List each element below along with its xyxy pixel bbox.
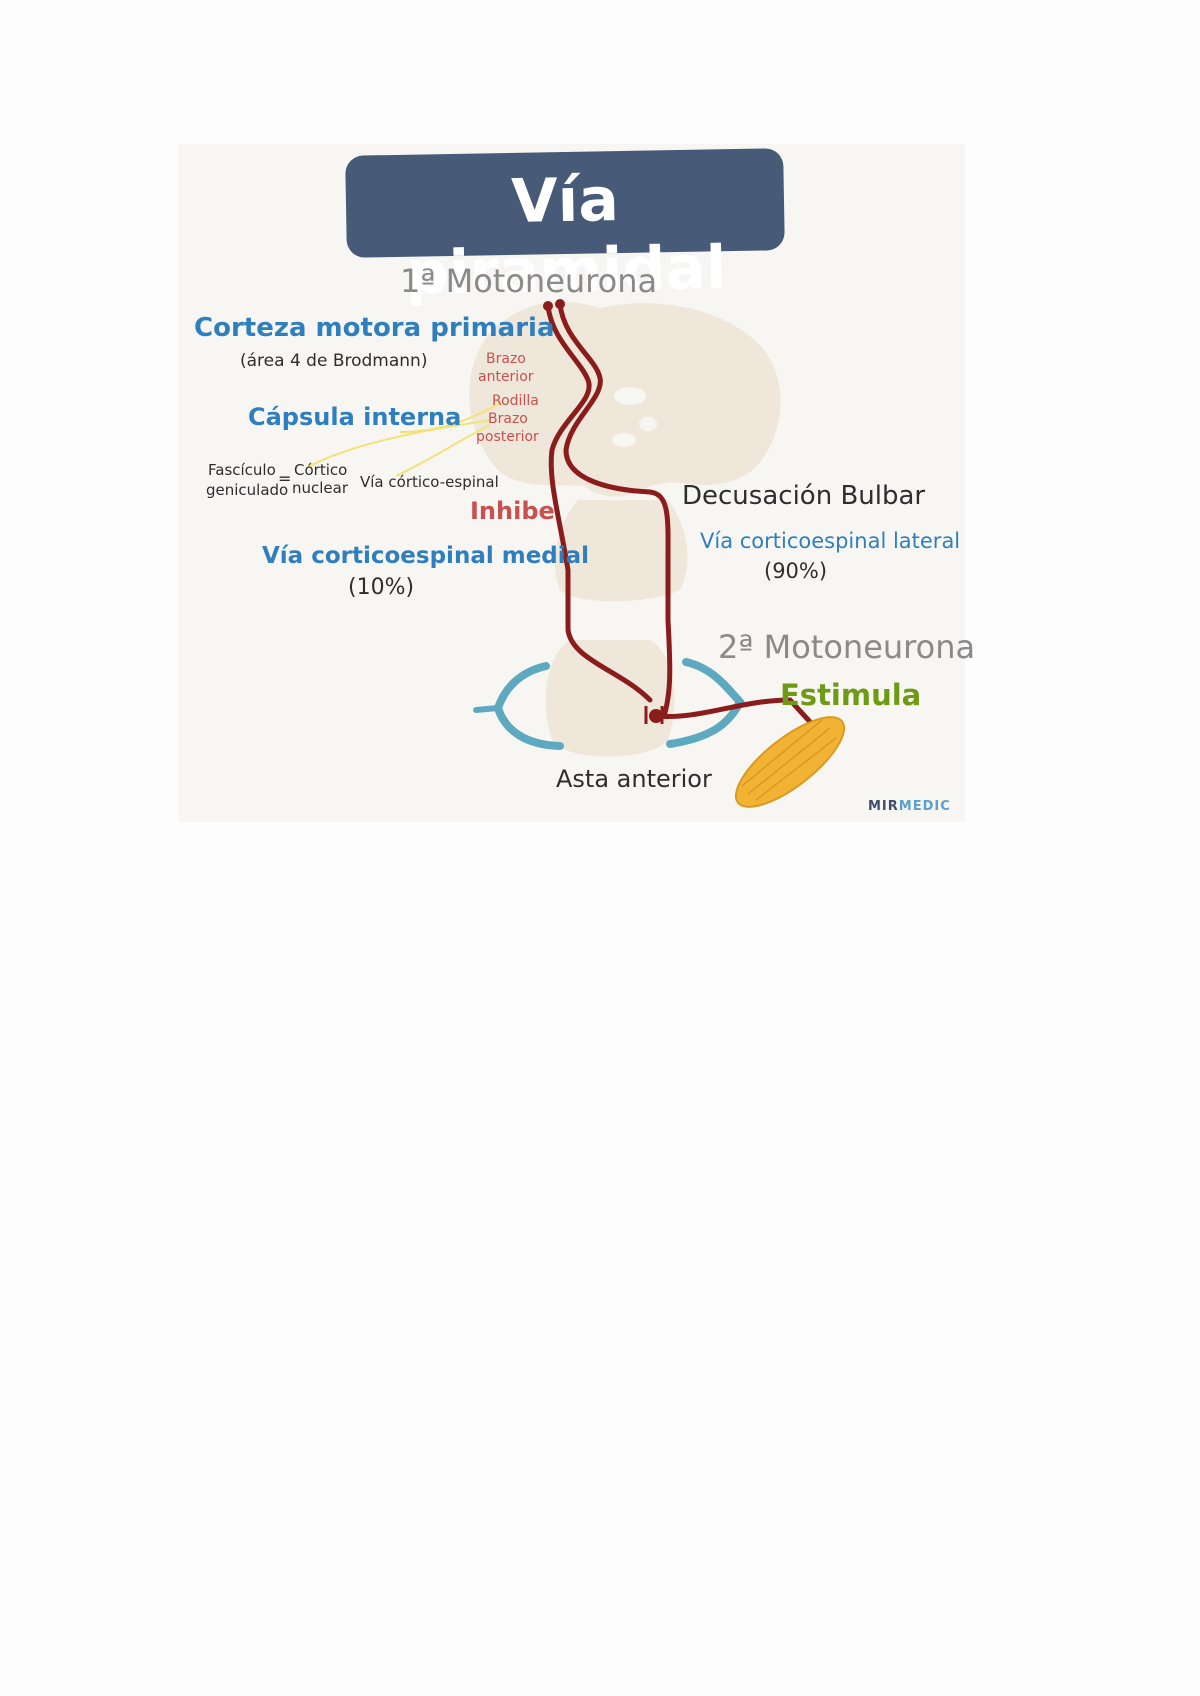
muscle-shape [734,716,846,808]
brain-ventricle [639,417,657,431]
leader-line [305,419,491,469]
corticonuclear-label-2: nuclear [292,479,349,497]
brand-logo: MIRMEDIC [868,799,951,814]
anterior-horn-label: Asta anterior [556,765,712,793]
second-motoneuron-label: 2ª Motoneurona [718,628,976,666]
tract-lateral [557,301,673,719]
corticonuclear-label-1: Córtico [294,461,348,479]
brand-part-2: MEDIC [898,799,951,814]
decussation-label: Decusación Bulbar [682,481,926,511]
spinal-cord-shape [545,640,675,757]
leader-line [399,401,503,433]
nerve-root-left-branch [473,705,501,713]
estimula-label: Estimula [780,678,922,712]
cortex-neuron-body [543,301,553,311]
medial-tract-percent: (10%) [348,575,415,600]
synapse-mark [644,706,664,724]
anterior-horn-neuron [649,709,663,723]
cortex-sublabel: (área 4 de Brodmann) [240,351,428,371]
corticospinal-label: Vía córtico-espinal [360,473,499,491]
leader-line [395,424,491,477]
brain-ventricle [614,387,646,405]
first-motoneuron-label: 1ª Motoneurona [400,262,658,300]
brainstem-shape [555,500,688,602]
nerve-root-right [666,658,745,748]
lateral-tract-percent: (90%) [764,559,828,583]
brain-ventricle [612,433,636,447]
cortex-label: Corteza motora primaria [194,313,555,343]
equals-sign: = [278,469,292,488]
geniculate-label-1: Fascículo [208,461,276,479]
second-motoneuron-axon [653,697,815,727]
posterior-limb-label-1: Brazo [488,411,528,427]
lateral-tract-label: Vía corticoespinal lateral [700,529,961,553]
brand-part-1: MIR [868,799,899,814]
genu-label: Rodilla [492,393,539,409]
geniculate-label-2: geniculado [206,481,289,499]
inhibe-label: Inhibe [470,497,555,525]
anterior-limb-label-2: anterior [478,369,534,385]
internal-capsule-label: Cápsula interna [248,403,462,431]
posterior-limb-label-2: posterior [476,429,539,445]
cortex-neuron-body [555,299,565,309]
medial-tract-label: Vía corticoespinal medial [262,543,590,569]
title-banner: Vía piramidal [345,148,785,309]
tract-medial [545,303,653,703]
muscle-fibers [741,719,837,801]
anterior-limb-label-1: Brazo [486,351,526,367]
